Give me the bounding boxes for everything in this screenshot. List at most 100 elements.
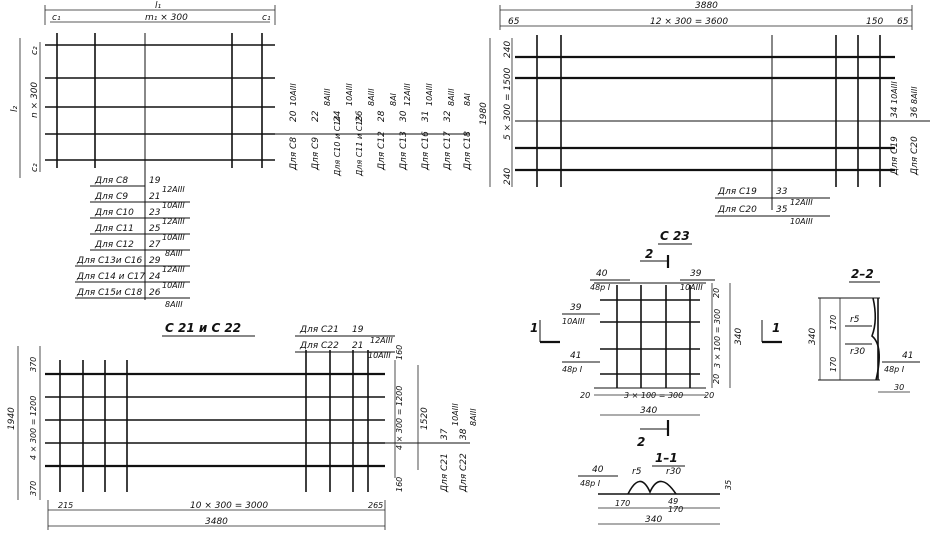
v-label-1: Для С19 (890, 136, 900, 176)
d20-tr: 20 (712, 288, 721, 298)
row-label: Для С12 (94, 240, 134, 250)
vrow-num: 26 (355, 110, 365, 122)
table-horizontal-bars: Для С8 19 Для С9 21 12АIII Для С10 23 10… (75, 172, 190, 309)
section-2-2: 2–2 340 170 170 r5 r30 41 48р I 30 (808, 267, 920, 393)
c1-right: c₁ (262, 13, 271, 23)
vrow: Для С18 (463, 131, 473, 171)
n39b: 39 (570, 303, 582, 313)
vrow: Для С9 (311, 137, 321, 171)
l1-label: l₁ (155, 1, 162, 11)
vrow-num: 30 (399, 110, 409, 122)
c21-vl1: Для С21 (440, 453, 450, 493)
mid-1500: 5 × 300 = 1500 (503, 67, 513, 140)
row-spec: 12АIII (162, 185, 185, 194)
mesh-c21-c22: С 21 и С 22 Для С21 19 12АIII Для С22 21… (7, 321, 478, 530)
row-spec: 10АIII (162, 281, 185, 290)
vrow-num: 32 (443, 110, 453, 122)
c21-d265: 265 (368, 501, 383, 510)
mesh-top-left: l₁ c₁ m₁ × 300 c₁ l₂ c₂ n × 300 c₂ Для С… (10, 1, 473, 309)
c21-l2: Для С22 (299, 341, 339, 351)
mesh-top-right: 3880 65 12 × 300 = 3600 150 65 1980 240 … (479, 1, 930, 226)
l2-label: l₂ (10, 105, 20, 112)
c21-l1: Для С21 (299, 325, 339, 335)
vrow: Для С16 (421, 131, 431, 171)
bottom-total: 340 (640, 406, 657, 416)
c21-total: 3480 (205, 517, 228, 527)
h-spec-2: 10АIII (790, 217, 813, 226)
c21-h370b: 370 (29, 481, 38, 496)
c21-vl2: Для С22 (459, 453, 469, 493)
row-num: 24 (149, 272, 161, 282)
vrow-num: 22 (311, 110, 321, 122)
c21-bmid: 10 × 300 = 3000 (190, 501, 268, 511)
v-label-2: Для С20 (910, 136, 920, 176)
vrow-spec: 8АIII (367, 88, 376, 106)
n41: 41 (570, 351, 581, 361)
row-spec: 8АIII (165, 249, 183, 258)
s22-n41: 41 (902, 351, 913, 361)
h-num-2: 35 (776, 205, 788, 215)
vrow-num: 20 (289, 110, 299, 122)
vrow-num: 31 (421, 111, 431, 122)
s11-n40: 40 (592, 465, 604, 475)
row-spec: 10АIII (162, 233, 185, 242)
c21-r1200: 4 × 300 = 1200 (395, 386, 404, 450)
c21-vn1: 37 (440, 428, 450, 440)
h-label-1: Для С19 (717, 187, 757, 197)
vrow: Для С11 и С15 (355, 115, 364, 177)
c21-s2: 10АIII (368, 351, 391, 360)
row-num: 21 (149, 192, 160, 202)
n300-label: n × 300 (30, 82, 40, 118)
vrow: Для С17 (443, 131, 453, 171)
vrow-spec: 12АIII (403, 83, 412, 106)
vert-span: 3 × 100 = 300 (713, 309, 722, 368)
vrow-spec: 8АIII (447, 88, 456, 106)
d20-bl: 20 (580, 391, 590, 400)
d20-br: 20 (712, 374, 721, 384)
top-240: 240 (503, 41, 513, 58)
n39b-spec: 10АIII (562, 317, 585, 326)
c23-title: С 23 (660, 229, 690, 243)
mesh-c23: С 23 2 2 1 1 40 48р I 39 10АIII 39 10АII… (530, 229, 782, 449)
vrow: Для С8 (289, 137, 299, 171)
c21-h1940: 1940 (7, 407, 17, 430)
s22-h340: 340 (808, 328, 818, 345)
s22-r5: r5 (850, 315, 860, 325)
vrow-spec: 8АI (389, 92, 398, 106)
vrow: Для С13 (399, 131, 409, 171)
row-label: Для С9 (94, 192, 128, 202)
cut-1-right: 1 (772, 321, 780, 335)
vert-total: 340 (734, 328, 744, 345)
cut-2-top: 2 (645, 247, 653, 261)
s11-n40-spec: 48р I (580, 479, 601, 488)
bottom-240: 240 (503, 168, 513, 185)
total-width: 3880 (695, 1, 718, 11)
c21-d215: 215 (58, 501, 73, 510)
c21-r1520: 1520 (420, 407, 430, 430)
row-label: Для С8 (94, 176, 128, 186)
row-label: Для С14 и С17 (76, 272, 145, 282)
v-spec-1: 10АIII (890, 81, 899, 104)
c1-left: c₁ (52, 13, 61, 23)
c21-h370: 370 (29, 357, 38, 372)
vrow-num: 28 (377, 110, 387, 122)
n39-spec: 10АIII (680, 283, 703, 292)
c21-s1: 12АIII (370, 336, 393, 345)
section-1-1: 1–1 40 48р I r5 r30 35 49 170 170 340 (578, 451, 733, 525)
n40: 40 (596, 269, 608, 279)
row-label: Для С11 (94, 224, 134, 234)
n40-spec: 48р I (590, 283, 611, 292)
s22-title: 2–2 (851, 267, 874, 281)
row-num: 26 (149, 288, 161, 298)
c2-top: c₂ (30, 46, 40, 55)
row-spec-last: 8АIII (165, 300, 183, 309)
row-num: 25 (149, 224, 161, 234)
v-num-2: 36 (910, 106, 920, 118)
n39: 39 (690, 269, 702, 279)
vrow-spec: 8АIII (323, 88, 332, 106)
table-vertical-bars: Для С8 20 10АIII Для С9 22 8АIII Для С10… (275, 83, 473, 177)
v-num-1: 34 (890, 106, 900, 118)
vrow-spec: 8АI (463, 92, 472, 106)
h-spec-1: 12АIII (790, 198, 813, 207)
left-65: 65 (508, 17, 520, 27)
